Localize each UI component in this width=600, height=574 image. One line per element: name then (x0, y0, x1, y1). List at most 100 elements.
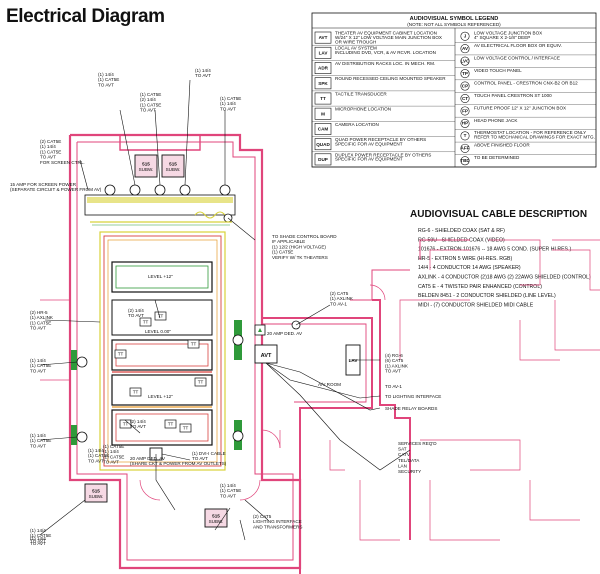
callout-shade: VERIFY W/ TK THEATERS (272, 255, 328, 260)
callout-dvi: (1) DVI-I CABLE (192, 451, 226, 456)
legend-symbol-icon (314, 92, 332, 105)
legend-symbol-icon (460, 156, 470, 166)
subwoofer-number: 515 (142, 162, 150, 167)
avt-label: AVT (261, 353, 272, 359)
legend-description: HEAD PHONE JACK (474, 118, 518, 123)
legend-symbol-code: LAV (319, 50, 329, 55)
legend-symbol-icon (314, 62, 332, 74)
subwoofer-label: SUBW. (209, 519, 224, 524)
legend-symbol-icon (460, 44, 470, 54)
callout-top-left-screen: (1) 14/4 (40, 144, 56, 149)
callout-lighting: AND TRANSFORMERS (253, 524, 302, 529)
wall-speakers (76, 184, 301, 443)
legend-symbol-icon (314, 46, 332, 59)
cable-line: AXLINK - 4 CONDUCTOR (2)18 AWG (2) 22AWG… (418, 275, 591, 281)
callout-left-2: TO AVT (30, 443, 46, 448)
callout-top-left-screen: (1) CAT5E (40, 149, 61, 154)
callout-left-3: (1) CAT5E (30, 533, 51, 538)
legend-description: TACTILE TRANSDUCER (335, 91, 387, 96)
legend-description: QUAD POWER RECEPTACLE BY OTHERS (335, 137, 426, 142)
callout-hr5: (1) AXLINK (30, 315, 54, 320)
legend-symbol-code: M (321, 111, 325, 116)
callout-top-b: (1) CAT5E (140, 102, 161, 107)
legend-description: AV ELECTRICAL FLOOR BOX OR EQUIV. (474, 43, 562, 48)
legend-symbol-code: TP (462, 71, 468, 76)
cable-description: AUDIOVISUAL CABLE DESCRIPTION RG-6 - SHI… (410, 209, 591, 308)
callout-left-1: (1) 14/4 (30, 358, 46, 363)
callout-amp20: (SHARE CKT & POWER FROM AV OUTLETS) (130, 461, 227, 466)
legend-description: TO BE DETERMINED (474, 155, 520, 160)
callout-bottom-far-left: TO AVT (30, 541, 46, 546)
callout-left-2: (1) 14/4 (30, 433, 46, 438)
legend-description: INCLUDING DVD, VCR, & AV RCVR. LOCATION (335, 50, 436, 55)
legend-symbol-icon (314, 138, 332, 151)
subwoofer-box (134, 154, 158, 178)
floor-plan: LEVEL +12" LEVEL 0.00" LEVEL +12" TTTTTT… (39, 79, 600, 574)
callout-services: SERVICES REQ'D (398, 441, 437, 446)
callout-top-a: (1) 14/4 (98, 72, 114, 77)
legend-symbol-code: FP (462, 108, 468, 113)
tactile-transducer-label: TT (191, 342, 197, 347)
tactile-transducer-icon (129, 387, 142, 397)
legend-symbol-code: HP (462, 121, 468, 126)
legend-description: REFER TO MECHANICAL DRAWINGS FOR EXACT M… (474, 135, 595, 140)
cable-title: AUDIOVISUAL CABLE DESCRIPTION (410, 209, 587, 220)
callout-hr5: (1) CAT5E (30, 320, 51, 325)
callout-lighting: (2) CAT5 (253, 514, 272, 519)
legend-description: W/24" X 12" LOW VOLTAGE MAIN JUNCTION BO… (335, 35, 442, 40)
subwoofer-box (84, 483, 108, 503)
legend-description: 4" SQUARE X 2-1/8" DEEP (474, 35, 530, 40)
callout-top-c: TO AVT (195, 73, 211, 78)
legend-description: ROUND RECESSED CEILING MOUNTED SPEAKER (335, 76, 446, 81)
callout-hr5: TO AVT (30, 326, 46, 331)
callout-services: CATV (398, 452, 411, 457)
callout-lav-right: TO AVT (385, 369, 401, 374)
callout-shade: (1) 12/2 (HIGH VOLTAGE) (272, 244, 326, 249)
callout-lav-right: (6) CAT5 (385, 358, 404, 363)
av-room-label: A/V ROOM (318, 382, 341, 387)
callout-tt-lower: TO AVT (130, 424, 146, 429)
callout-top-b: (1) CAT5E (140, 92, 161, 97)
tactile-transducer-icon (187, 339, 200, 349)
cable-line: 101676 - EXTRON 101676 -- 18 AWG 5 COND.… (418, 247, 571, 253)
symbol-legend: AUDIOVISUAL SYMBOL LEGEND (NOTE: NOT ALL… (311, 12, 597, 168)
legend-symbol-code: DUP (318, 157, 328, 162)
callout-services: SAT (398, 447, 407, 452)
callout-top-b: TO AVT (140, 108, 156, 113)
callout-shade: TO SHADE CONTROL BOARD (272, 234, 337, 239)
callout-services: TEL/DATA (398, 458, 420, 463)
tactile-transducer-label: TT (168, 422, 174, 427)
callout-lighting: LIGHTING INTERFACE (253, 519, 302, 524)
callout-lav-right: (4) RG-6 (385, 353, 403, 358)
legend-symbol-icon (460, 94, 470, 104)
cable-line: RG-6 - SHIELDED COAX (SAT & RF) (418, 228, 505, 234)
level-label-1: LEVEL +12" (148, 274, 173, 279)
legend-description: LOW VOLTAGE CONTROL / INTERFACE (474, 56, 560, 61)
tactile-transducer-icon (139, 317, 152, 327)
callout-avt-top: (1) AXLINK (330, 296, 354, 301)
callout-ded-av: 20 AMP DED. AV (267, 331, 303, 336)
legend-symbol-code: SPK (318, 81, 328, 86)
cable-line: HR-5 - EXTRON 5 WIRE (HI-RES. RGB) (418, 256, 513, 262)
legend-symbol-code: LVC (461, 58, 471, 63)
subwoofer-label: SUBW. (89, 494, 104, 499)
callout-top-left-screen: TO AVT (40, 155, 56, 160)
callout-tt-center: (2) 14/4 (128, 308, 144, 313)
tactile-transducer-label: TT (183, 426, 189, 431)
tactile-transducer-label: TT (143, 320, 149, 325)
legend-symbol-icon (460, 56, 470, 66)
callout-top-d: (1) 14/4 (220, 101, 236, 106)
callout-bottom-left: TO AVT (88, 458, 104, 463)
callout-front-row: (1) 14/4 (103, 449, 119, 454)
subwoofer-box (161, 154, 185, 178)
callout-tt-lower: (2) 14/4 (130, 419, 146, 424)
legend-description: LOCAL AV SYSTEM (335, 46, 377, 51)
page-title: Electrical Diagram (6, 6, 165, 27)
legend-symbol-icon (460, 31, 470, 41)
